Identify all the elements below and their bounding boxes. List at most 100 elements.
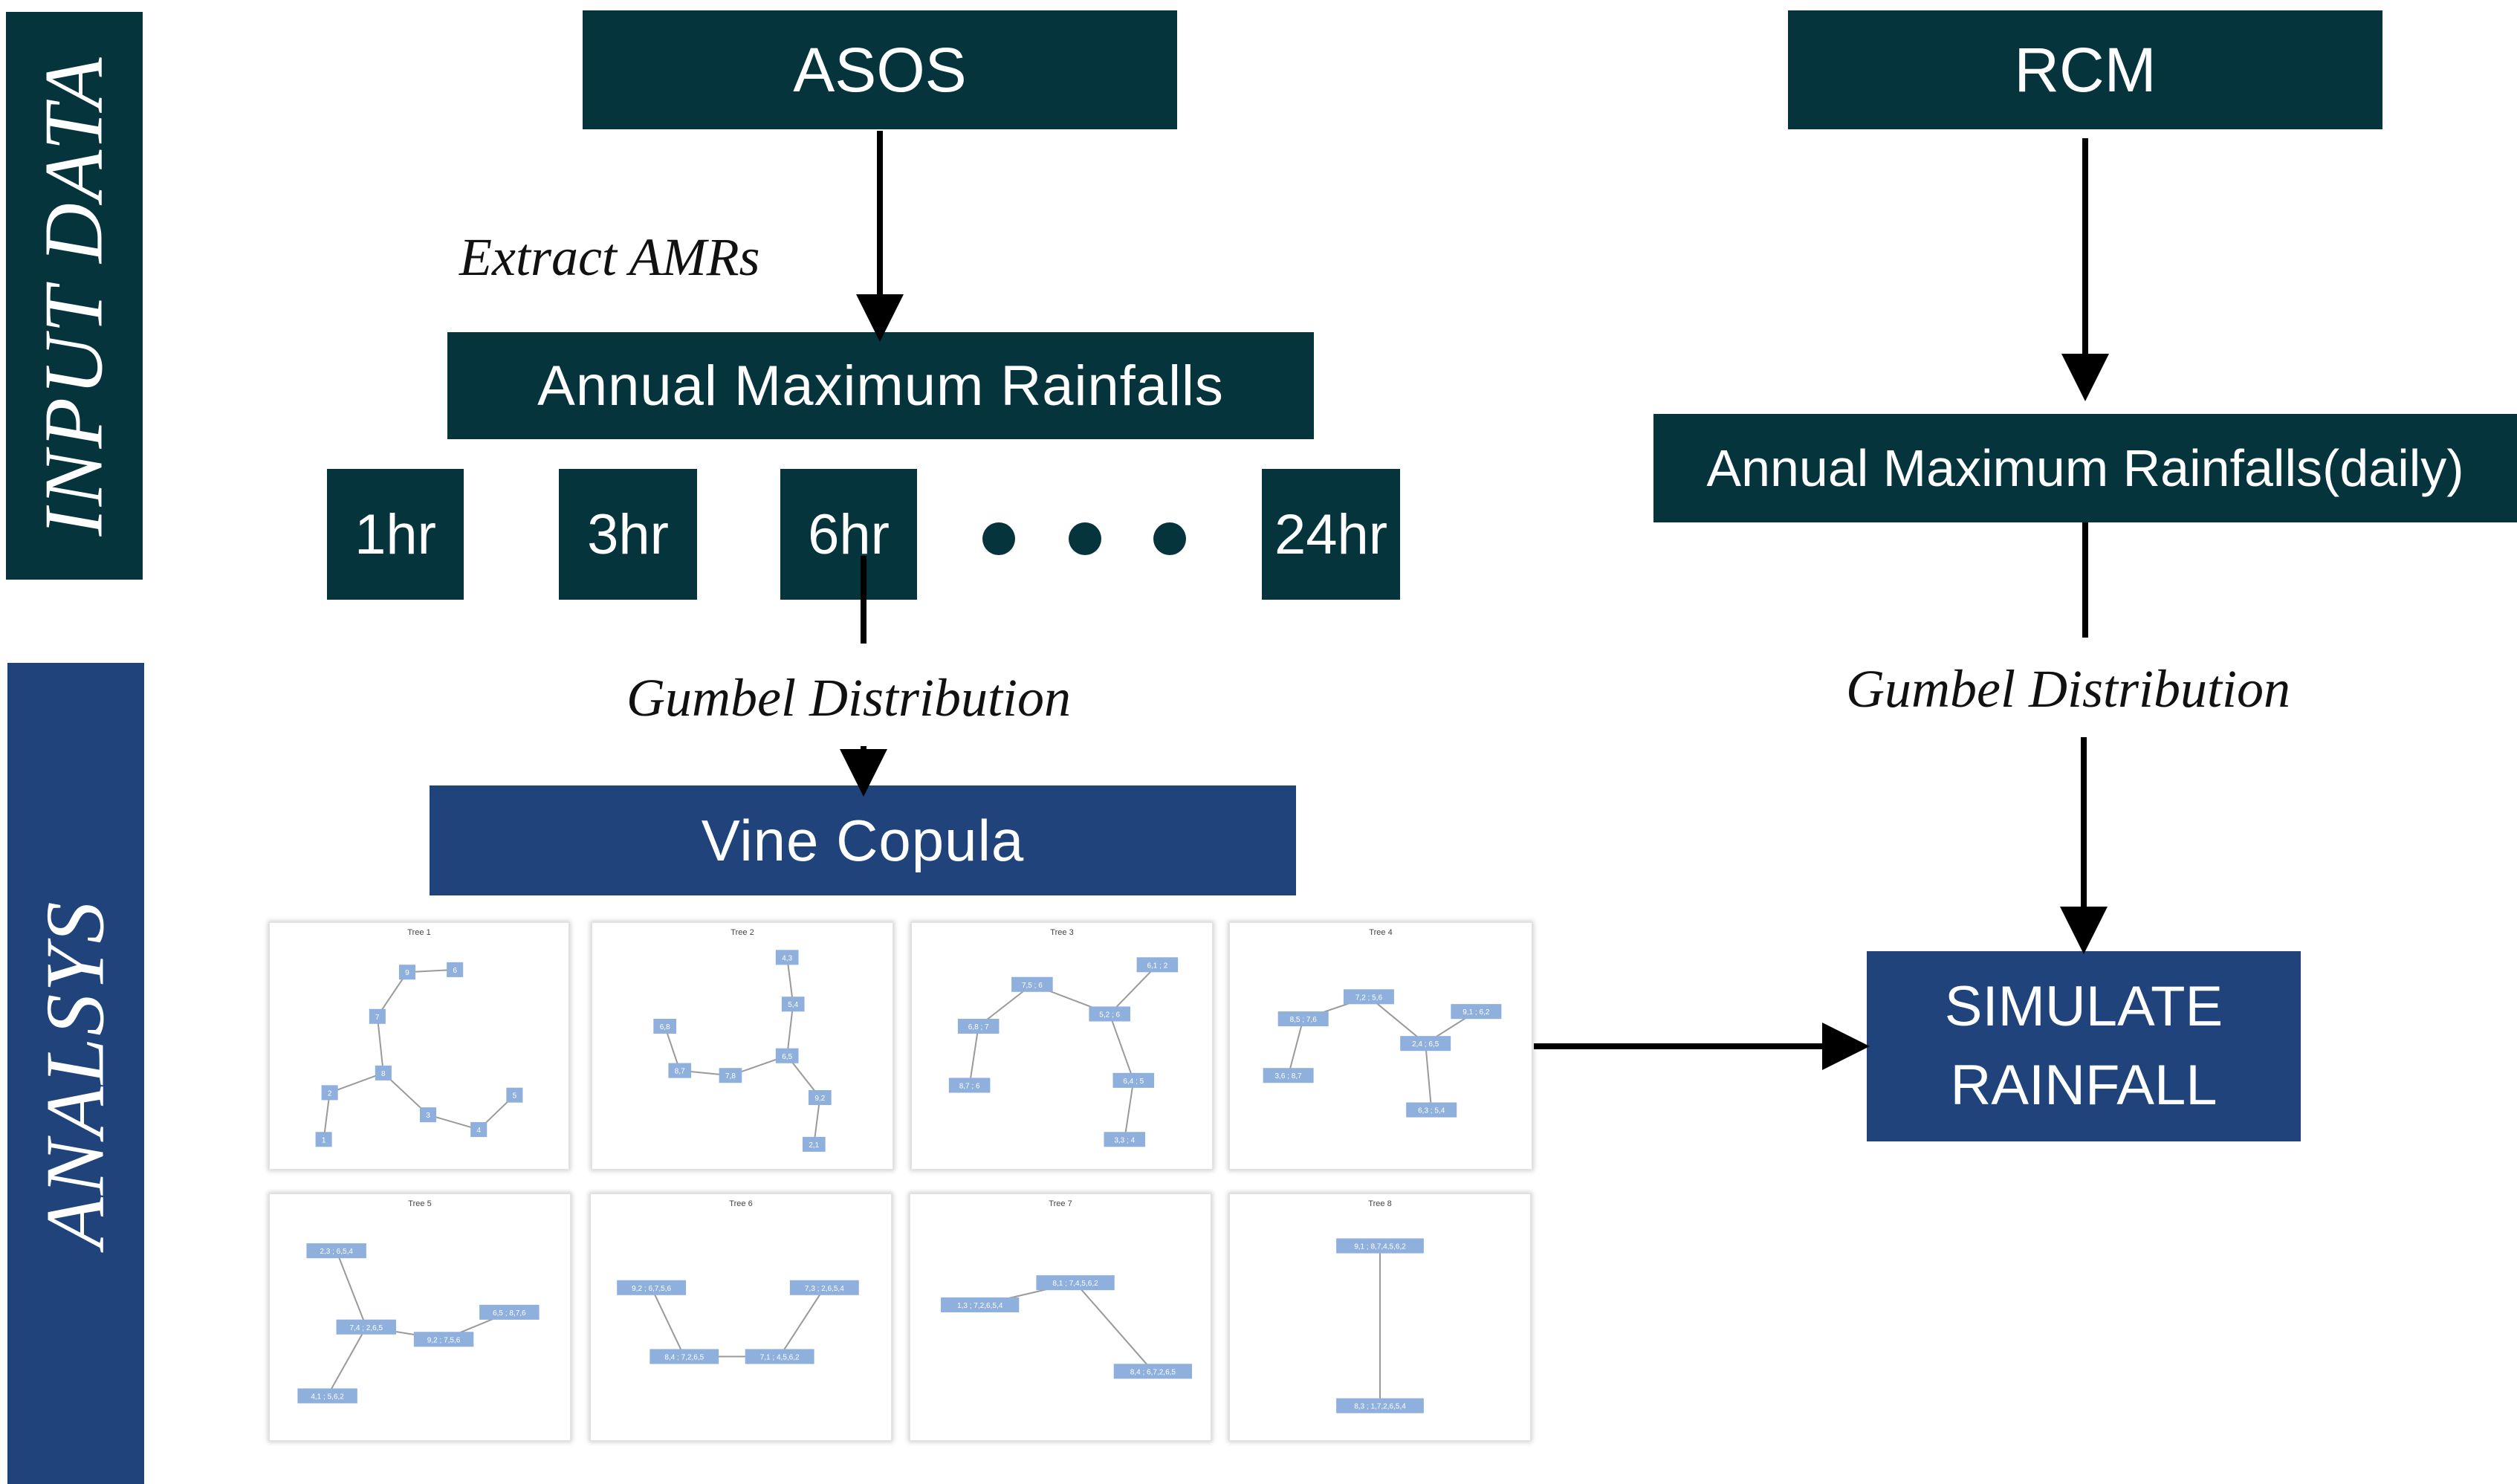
tree-node-box — [650, 1349, 719, 1364]
tree-edge — [786, 1004, 794, 1056]
tree-node: 8,5 ; 7,6 — [1277, 1011, 1329, 1027]
tree-node: 3,3 ; 4 — [1104, 1132, 1146, 1147]
tree-node-box — [297, 1388, 357, 1404]
tree-node: 7,3 ; 2,6,5,4 — [789, 1280, 859, 1295]
tree-node: 6 — [447, 962, 464, 977]
tree-node-box — [1036, 1275, 1115, 1291]
tree-node-box — [948, 1078, 991, 1093]
tree-node-label: 9,2 ; 6,7,5,6 — [632, 1285, 671, 1293]
tree-node-box — [1336, 1398, 1424, 1413]
tree-node-label: 9 — [405, 969, 409, 977]
tree-graph: Tree 24,35,46,88,77,86,59,22,1 — [653, 928, 832, 1152]
tree-node: 4,1 ; 5,6,2 — [297, 1388, 357, 1404]
tree-node-label: 9,1 ; 6,2 — [1462, 1008, 1490, 1017]
tree-node-box — [321, 1085, 338, 1101]
simulate-label-line1: SIMULATE — [1944, 975, 2223, 1038]
input-data-section-bar: INPUT DATA — [6, 12, 143, 580]
tree-node-box — [808, 1089, 832, 1106]
tree-node-label: 7,5 ; 6 — [1022, 982, 1043, 990]
tree-node-box — [1451, 1004, 1502, 1020]
tree-node-label: 8,3 ; 1,7,2,6,5,4 — [1354, 1403, 1406, 1411]
tree-node-label: 9,1 ; 8,7,4,5,6,2 — [1354, 1243, 1406, 1251]
duration-6hr-label: 6hr — [808, 502, 890, 566]
tree-node-label: 6,8 ; 7 — [968, 1023, 989, 1031]
tree-node-label: 7,8 — [725, 1072, 736, 1080]
tree-edge — [427, 1114, 479, 1131]
tree-node: 8,1 ; 7,4,5,6,2 — [1036, 1275, 1115, 1291]
tree-node-label: 6,8 — [660, 1023, 670, 1031]
tree-node: 2,4 ; 6,5 — [1400, 1036, 1451, 1052]
simulate-rainfall-box: SIMULATE RAINFALL — [1867, 951, 2301, 1141]
ellipsis-dot-2 — [1069, 522, 1101, 555]
tree-title: Tree 1 — [407, 928, 430, 937]
tree-node: 8,7 — [668, 1063, 692, 1078]
duration-6hr-box: 6hr — [780, 469, 917, 600]
tree-node: 9,1 ; 8,7,4,5,6,2 — [1336, 1238, 1424, 1254]
tree-node-label: 3,6 ; 8,7 — [1275, 1072, 1303, 1080]
tree-node: 5 — [506, 1087, 523, 1103]
rcm-box: RCM — [1788, 10, 2382, 129]
tree-node-box — [781, 997, 805, 1012]
rcm-amr-box: Annual Maximum Rainfalls(daily) — [1653, 414, 2517, 522]
tree-node-label: 8,4 ; 7,2,6,5 — [664, 1353, 704, 1361]
tree-title: Tree 8 — [1368, 1199, 1391, 1208]
vine-copula-box: Vine Copula — [430, 785, 1296, 895]
tree-graph: Tree 37,5 ; 66,1 ; 26,8 ; 75,2 ; 68,7 ; … — [948, 928, 1179, 1147]
tree-edge — [786, 957, 794, 1005]
tree-edge — [1109, 964, 1159, 1015]
tree-graph: Tree 8 9,1 ; 8,7,4,5,6,2 8,3 ; 1,7,2,6,5,4 — [1336, 1199, 1424, 1413]
tree-node: 7,4 ; 2,6,5 — [336, 1319, 397, 1335]
ellipsis-dot-3 — [1153, 522, 1186, 555]
tree-node-label: 2 — [328, 1089, 332, 1098]
tree-title: Tree 3 — [1050, 928, 1073, 937]
tree-node-box — [668, 1063, 692, 1078]
tree-node: 1 — [315, 1132, 332, 1147]
duration-24hr-label: 24hr — [1274, 502, 1388, 566]
tree-node-box — [420, 1107, 437, 1123]
tree-title: Tree 5 — [408, 1199, 431, 1208]
tree-node: 5,4 — [781, 997, 805, 1012]
tree-node: 8,7 ; 6 — [948, 1078, 991, 1093]
tree-node-box — [941, 1297, 1020, 1312]
tree-node: 6,8 ; 7 — [957, 1018, 1000, 1034]
tree-node: 9,2 ; 7,5,6 — [413, 1332, 474, 1347]
tree-node-label: 7,2 ; 5,6 — [1355, 994, 1383, 1002]
tree-node-label: 1,3 ; 7,2,6,5,4 — [957, 1302, 1003, 1310]
tree-node-box — [802, 1136, 826, 1152]
tree-graph: Tree 47,2 ; 5,68,5 ; 7,69,1 ; 6,23,6 ; 8… — [1263, 928, 1502, 1118]
tree-node-box — [653, 1018, 677, 1034]
tree-node-box — [1406, 1102, 1457, 1118]
tree-node: 8,3 ; 1,7,2,6,5,4 — [1336, 1398, 1424, 1413]
tree-node-label: 6,5 ; 8,7,6 — [493, 1309, 526, 1318]
tree-node: 2,1 — [802, 1136, 826, 1152]
tree-node: 8,4 ; 7,2,6,5 — [650, 1349, 719, 1364]
duration-3hr-label: 3hr — [587, 502, 669, 566]
tree-node-label: 3 — [426, 1112, 430, 1120]
tree-node: 8,4 ; 6,7,2,6,5 — [1113, 1364, 1193, 1379]
tree-edge — [650, 1287, 685, 1357]
duration-24hr-box: 24hr — [1262, 469, 1400, 600]
tree-node: 9,1 ; 6,2 — [1451, 1004, 1502, 1020]
tree-node: 9 — [398, 965, 415, 980]
tree-node: 4,3 — [775, 950, 799, 965]
tree-node-box — [1113, 1364, 1193, 1379]
tree-node-box — [506, 1087, 523, 1103]
tree-graph: Tree 52,3 ; 6,5,47,4 ; 2,6,59,2 ; 7,5,66… — [297, 1199, 540, 1404]
tree-title: Tree 7 — [1049, 1199, 1072, 1208]
tree-node-box — [336, 1319, 397, 1335]
tree-node: 5,2 ; 6 — [1089, 1006, 1130, 1022]
tree-node: 7 — [369, 1008, 386, 1024]
tree-node-label: 2,1 — [809, 1141, 819, 1150]
rcm-gumbel-label: Gumbel Distribution — [1846, 659, 2291, 719]
tree-node: 7,8 — [719, 1068, 742, 1083]
tree-node-box — [1263, 1068, 1314, 1083]
tree-node-label: 8,7 — [675, 1068, 685, 1076]
tree-node-label: 6,3 ; 5,4 — [1418, 1107, 1445, 1115]
tree-graph: Tree 7 1,3 ; 7,2,6,5,4 8,1 ; 7,4,5,6,2 8,4 … — [941, 1199, 1193, 1379]
tree-node: 7,1 ; 4,5,6,2 — [745, 1349, 814, 1364]
